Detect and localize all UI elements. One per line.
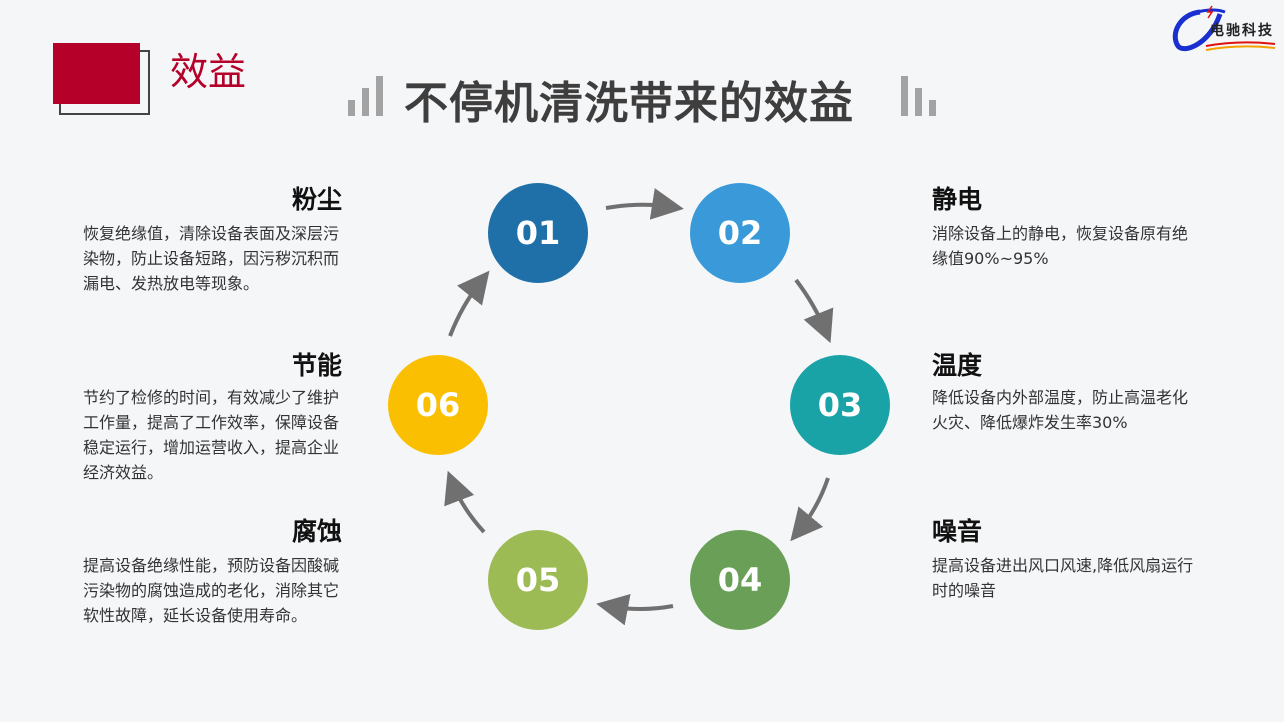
step-title-06: 节能: [292, 351, 343, 380]
step-circle-03: 03: [790, 355, 890, 455]
company-logo: [1170, 4, 1280, 54]
step-text-02: 消除设备上的静电，恢复设备原有绝缘值90%~95%: [932, 224, 1189, 268]
arrow-01-02: [605, 188, 684, 220]
arrow-04-05: [596, 593, 674, 626]
arrow-03-04: [790, 477, 830, 542]
step-circle-01: 01: [488, 183, 588, 283]
step-text-01: 恢复绝缘值，清除设备表面及深层污染物，防止设备短路，因污秽沉积而漏电、发热放电等…: [83, 224, 340, 293]
step-title-03: 温度: [932, 351, 983, 380]
step-title-04: 噪音: [932, 517, 983, 546]
section-marker: [53, 43, 140, 104]
logo-text: 电驰科技: [1210, 23, 1274, 39]
title-deco-bar: [376, 76, 383, 116]
main-title: 不停机清洗带来的效益: [404, 78, 854, 129]
step-title-01: 粉尘: [292, 185, 343, 214]
title-deco-bar: [348, 100, 355, 116]
step-text-03: 降低设备内外部温度，防止高温老化火灾、降低爆炸发生率30%: [932, 388, 1189, 432]
arrow-02-03: [794, 278, 834, 344]
title-deco-bar: [362, 88, 369, 116]
step-title-02: 静电: [932, 185, 983, 214]
title-deco-bar: [901, 76, 908, 116]
step-text-04: 提高设备进出风口风速,降低风扇运行时的噪音: [932, 556, 1194, 600]
section-title: 效益: [170, 50, 247, 94]
step-circle-04: 04: [690, 530, 790, 630]
arrow-05-06: [444, 470, 486, 534]
step-title-05: 腐蚀: [292, 517, 343, 546]
step-circle-05: 05: [488, 530, 588, 630]
step-circle-02: 02: [690, 183, 790, 283]
step-text-05: 提高设备绝缘性能，预防设备因酸碱污染物的腐蚀造成的老化，消除其它软性故障，延长设…: [83, 556, 340, 625]
step-circle-06: 06: [388, 355, 488, 455]
title-deco-bar: [915, 88, 922, 116]
step-text-06: 节约了检修的时间，有效减少了维护工作量，提高了工作效率，保障设备稳定运行，增加运…: [83, 388, 340, 482]
title-deco-bar: [929, 100, 936, 116]
arrow-06-01: [448, 270, 490, 337]
